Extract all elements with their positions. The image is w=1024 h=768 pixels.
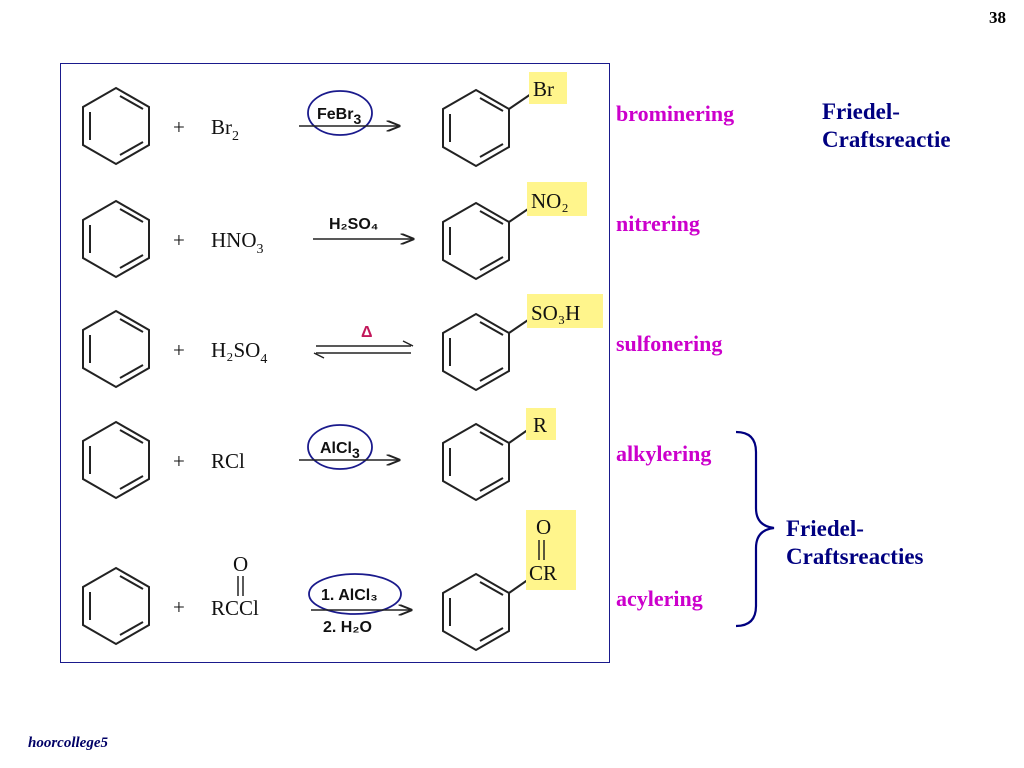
benzene-product <box>442 202 510 280</box>
note-line-2: Craftsreacties <box>786 544 924 569</box>
note-line-1: Friedel- <box>822 99 900 124</box>
reagent: HNO3 <box>211 228 264 257</box>
product-substituent: CR <box>529 561 557 585</box>
reagent: Br2 <box>211 115 239 144</box>
benzene-product <box>442 423 510 501</box>
label-alkylering: alkylering <box>616 441 712 466</box>
page-number: 38 <box>989 8 1006 27</box>
reaction-row-nitration: + HNO3 H₂SO₄ NO₂ <box>82 182 587 280</box>
benzene-product <box>442 573 510 651</box>
label-acylering: acylering <box>616 586 703 611</box>
friedel-crafts-note-bracket: Friedel- Craftsreacties <box>786 515 924 571</box>
reaction-row-alkylation: + RCl AlCl3 R <box>82 408 556 501</box>
plus-sign: + <box>173 595 185 619</box>
reagent: RCl <box>211 449 245 473</box>
plus-sign: + <box>173 449 185 473</box>
substituent-highlight <box>527 294 603 328</box>
condition-step-1: 1. AlCl₃ <box>321 587 378 604</box>
condition: FeBr3 <box>317 106 361 127</box>
product-carbonyl-oxygen: O <box>536 515 551 539</box>
product-substituent: SO₃H <box>531 301 580 325</box>
benzene-reactant <box>82 421 150 499</box>
substituent-highlight <box>526 408 556 440</box>
footer-label: hoorcollege5 <box>28 735 108 751</box>
label-brominering: brominering <box>616 101 735 126</box>
product-substituent: R <box>533 413 547 437</box>
condition: H₂SO₄ <box>329 216 378 233</box>
curly-bracket <box>735 430 775 628</box>
reaction-table: + Br2 FeBr3 Br + HNO3 H₂SO₄ NO₂ + H₂S <box>60 63 610 663</box>
plus-sign: + <box>173 228 185 252</box>
product-substituent: Br <box>533 77 554 101</box>
condition: AlCl3 <box>320 440 360 461</box>
benzene-reactant <box>82 567 150 645</box>
catalyst-circle <box>307 424 373 470</box>
reaction-row-bromination: + Br2 FeBr3 Br <box>82 72 567 167</box>
product-substituent: NO₂ <box>531 189 569 213</box>
catalyst-circle <box>308 573 402 615</box>
friedel-crafts-note-top: Friedel- Craftsreactie <box>822 98 951 154</box>
benzene-reactant <box>82 200 150 278</box>
benzene-product <box>442 89 510 167</box>
benzene-reactant <box>82 310 150 388</box>
note-line-1: Friedel- <box>786 516 864 541</box>
substituent-highlight <box>529 72 567 104</box>
reagent-carbonyl-oxygen: O <box>233 552 248 576</box>
reaction-row-sulfonation: + H₂SO4 Δ SO₃H <box>82 294 603 391</box>
benzene-product <box>442 313 510 391</box>
benzene-reactant <box>82 87 150 165</box>
substituent-highlight <box>527 182 587 216</box>
reaction-diagram: + Br2 FeBr3 Br + HNO3 H₂SO₄ NO₂ + H₂S <box>82 72 603 651</box>
plus-sign: + <box>173 338 185 362</box>
reagent: H₂SO4 <box>211 338 267 367</box>
label-nitrering: nitrering <box>616 211 700 236</box>
plus-sign: + <box>173 115 185 139</box>
note-line-2: Craftsreactie <box>822 127 951 152</box>
condition-heat: Δ <box>361 324 373 341</box>
catalyst-circle <box>307 90 373 136</box>
substituent-highlight <box>526 510 576 590</box>
reaction-row-acylation: + O RCCl 1. AlCl₃ 2. H₂O O CR <box>82 510 576 651</box>
condition-step-2: 2. H₂O <box>323 619 372 636</box>
reagent: RCCl <box>211 596 259 620</box>
label-sulfonering: sulfonering <box>616 331 723 356</box>
